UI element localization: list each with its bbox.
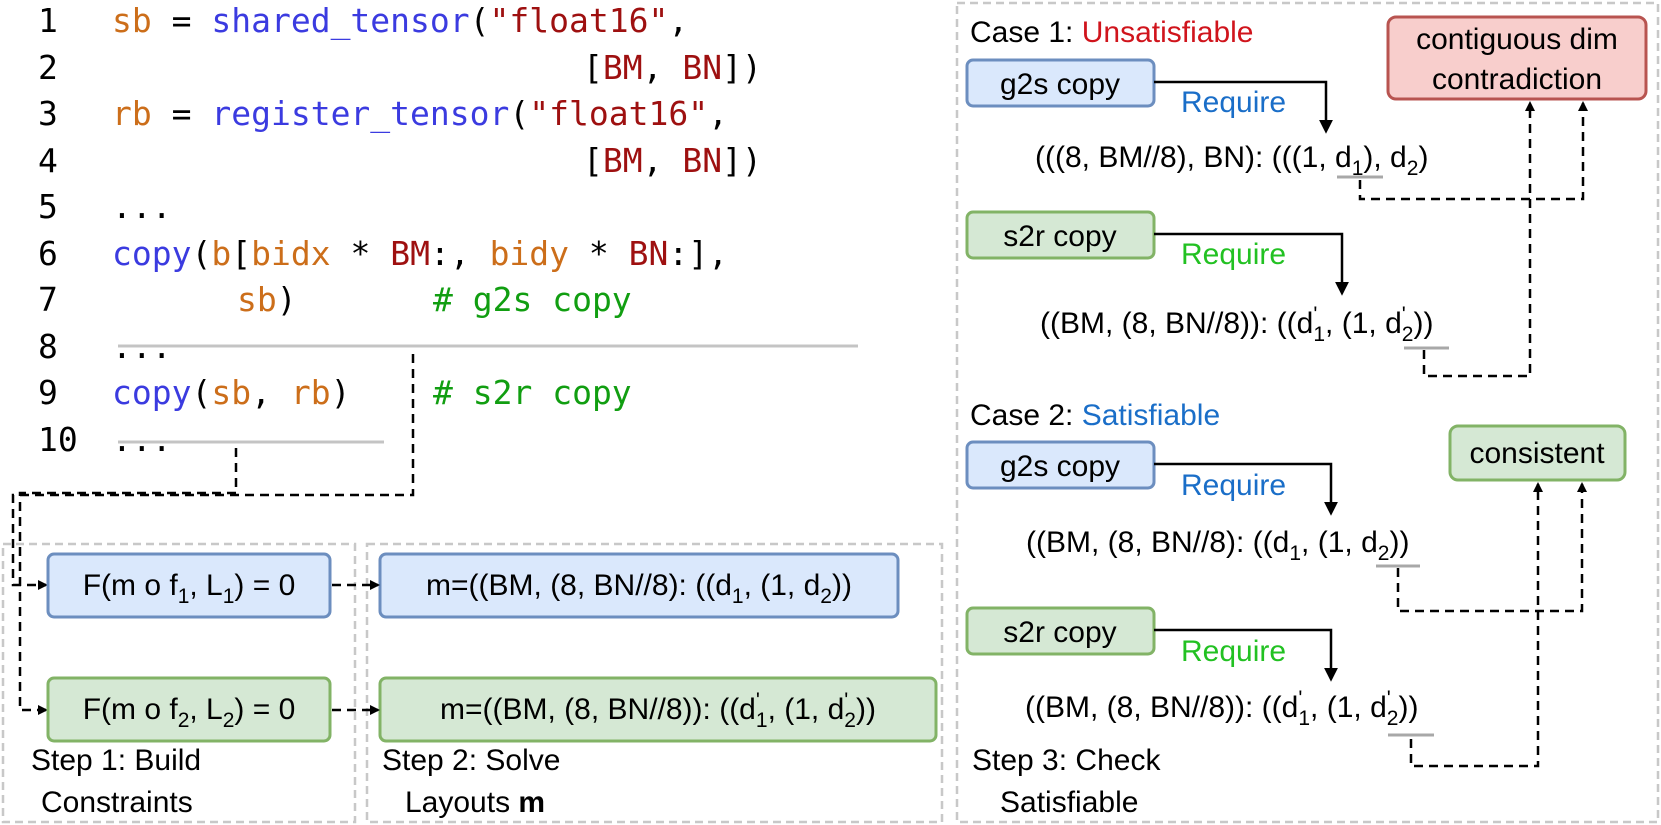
case1-result-line2: contradiction bbox=[1432, 63, 1602, 96]
code-comment-s2r: # s2r copy bbox=[433, 373, 632, 412]
case1-g2s-label: g2s copy bbox=[1000, 68, 1120, 101]
line-numbers: 1 2 3 4 5 6 7 8 9 10 bbox=[38, 1, 78, 459]
step3-label-2: Satisfiable bbox=[1000, 786, 1138, 819]
code-line-2: [BM, BN]) bbox=[583, 48, 762, 87]
case2-g2s-check-connector bbox=[1396, 482, 1587, 613]
case2-result-box bbox=[1448, 424, 1627, 482]
case2-check-connectors bbox=[1396, 482, 1587, 768]
case2-g2s-layout: ((BM, (8, BN//8): ((d1, (1, d2)) bbox=[1026, 526, 1409, 565]
case1-title: Case 1: Unsatisfiable bbox=[970, 16, 1254, 49]
case2-s2r-require: Require bbox=[1181, 635, 1286, 668]
line-number: 1 bbox=[38, 1, 58, 40]
case1-result-line1: contiguous dim bbox=[1416, 23, 1618, 56]
code-line-9: copy(sb, rb) bbox=[112, 373, 350, 412]
layout-s2r-text: m=((BM, (8, BN//8)): ((d'1, (1, d'2)) bbox=[440, 689, 876, 732]
line-number: 2 bbox=[38, 48, 58, 87]
code-line-3: rb = register_tensor("float16", bbox=[112, 94, 728, 134]
case2-s2r-label: s2r copy bbox=[1003, 616, 1116, 649]
step2-label-2: Layouts m bbox=[405, 786, 545, 819]
line-number: 8 bbox=[38, 327, 58, 366]
case1-result-box bbox=[1386, 15, 1648, 101]
layout-g2s-text: m=((BM, (8, BN//8): ((d1, (1, d2)) bbox=[426, 569, 852, 608]
step2-label: Step 2: Solve bbox=[382, 744, 560, 777]
constraint-g2s-text: F(m o f1, L1) = 0 bbox=[83, 569, 296, 608]
code-comment-g2s: # g2s copy bbox=[433, 280, 632, 319]
step3-panel bbox=[955, 1, 1660, 824]
line-number: 5 bbox=[38, 187, 58, 226]
case2-g2s-label: g2s copy bbox=[1000, 450, 1120, 483]
case1-g2s-require-arrow bbox=[1154, 80, 1333, 134]
code-line-10: ... bbox=[112, 420, 172, 459]
step-labels: Step 1: Build Constraints Step 2: Solve … bbox=[31, 744, 1161, 819]
case2-s2r-check-connector bbox=[1409, 482, 1543, 768]
layout-g2s-box bbox=[378, 552, 900, 619]
case2-g2s-require: Require bbox=[1181, 469, 1286, 502]
constraint-s2r-box bbox=[46, 676, 332, 743]
case1-s2r-layout: ((BM, (8, BN//8)): ((d'1, (1, d'2)) bbox=[1040, 303, 1433, 346]
case1-g2s-layout: (((8, BM//8), BN): (((1, d1), d2) bbox=[1035, 141, 1428, 180]
line-number: 10 bbox=[38, 420, 78, 459]
step1-label-2: Constraints bbox=[41, 786, 193, 819]
code-line-6: copy(b[bidx * BM:, bidy * BN:], bbox=[112, 234, 728, 273]
line-number: 4 bbox=[38, 141, 58, 180]
s2r-connector bbox=[18, 448, 238, 715]
step1-panel bbox=[1, 542, 357, 824]
line-number: 7 bbox=[38, 280, 58, 319]
case2-title: Case 2: Satisfiable bbox=[970, 399, 1220, 432]
case2-result: consistent bbox=[1469, 437, 1605, 470]
g2s-connector bbox=[11, 354, 415, 590]
line-number: 3 bbox=[38, 94, 58, 133]
layout-s2r-box bbox=[378, 676, 938, 743]
case1-g2s-check-connector bbox=[1358, 101, 1588, 201]
code-to-constraint-connectors bbox=[11, 354, 415, 715]
case1-s2r-label: s2r copy bbox=[1003, 220, 1116, 253]
line-number: 6 bbox=[38, 234, 58, 273]
step1-label: Step 1: Build bbox=[31, 744, 201, 777]
constraint-to-layout-arrows bbox=[332, 580, 380, 715]
constraint-g2s-box bbox=[46, 552, 332, 619]
code-line-4: [BM, BN]) bbox=[583, 141, 762, 180]
case2-s2r-layout: ((BM, (8, BN//8)): ((d'1, (1, d'2)) bbox=[1025, 687, 1418, 730]
code-line-5: ... bbox=[112, 187, 172, 226]
case1-g2s-require: Require bbox=[1181, 86, 1286, 119]
line-number: 9 bbox=[38, 373, 58, 412]
case2-s2r-require-arrow bbox=[1154, 628, 1338, 682]
case1-check-connectors bbox=[1358, 101, 1588, 378]
case1-s2r-check-connector bbox=[1422, 101, 1535, 378]
case2-section: Case 2: Satisfiable g2s copy Require ((B… bbox=[965, 399, 1627, 768]
step3-label: Step 3: Check bbox=[972, 744, 1161, 777]
case1-section: Case 1: Unsatisfiable g2s copy Require (… bbox=[965, 15, 1648, 378]
case2-g2s-require-arrow bbox=[1154, 462, 1338, 516]
step2-panel bbox=[365, 542, 944, 824]
constraint-s2r-text: F(m o f2, L2) = 0 bbox=[83, 693, 296, 732]
code-line-1: sb = shared_tensor("float16", bbox=[112, 1, 688, 41]
code-listing: 1 2 3 4 5 6 7 8 9 10 sb = shared_tensor(… bbox=[38, 1, 762, 459]
case1-s2r-require: Require bbox=[1181, 238, 1286, 271]
constraint-boxes: F(m o f1, L1) = 0 F(m o f2, L2) = 0 m=((… bbox=[46, 552, 938, 743]
case1-s2r-require-arrow bbox=[1154, 232, 1349, 296]
code-line-7: sb) bbox=[237, 280, 297, 319]
